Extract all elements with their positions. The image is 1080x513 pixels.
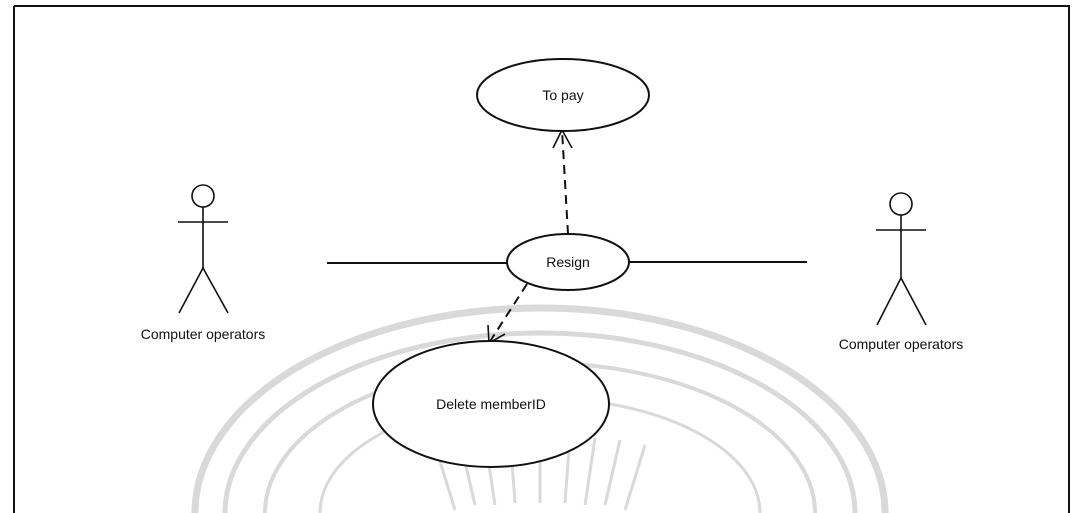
use-case-delete-memberid[interactable]: Delete memberID	[372, 340, 610, 468]
use-case-to-pay-label: To pay	[542, 87, 583, 103]
actor-left[interactable]	[178, 184, 229, 314]
dependency-resign-to-pay	[552, 128, 573, 235]
use-case-resign-label: Resign	[546, 254, 590, 270]
use-case-resign[interactable]: Resign	[506, 233, 630, 291]
use-case-to-pay[interactable]: To pay	[476, 58, 650, 132]
actor-right-head	[889, 192, 913, 216]
actor-left-label: Computer operators	[141, 326, 266, 342]
actor-right-label: Computer operators	[839, 336, 964, 352]
actor-left-head	[191, 184, 215, 208]
actor-right[interactable]	[876, 192, 927, 326]
diagram-frame	[13, 5, 1070, 513]
use-case-delete-memberid-label: Delete memberID	[436, 396, 546, 412]
